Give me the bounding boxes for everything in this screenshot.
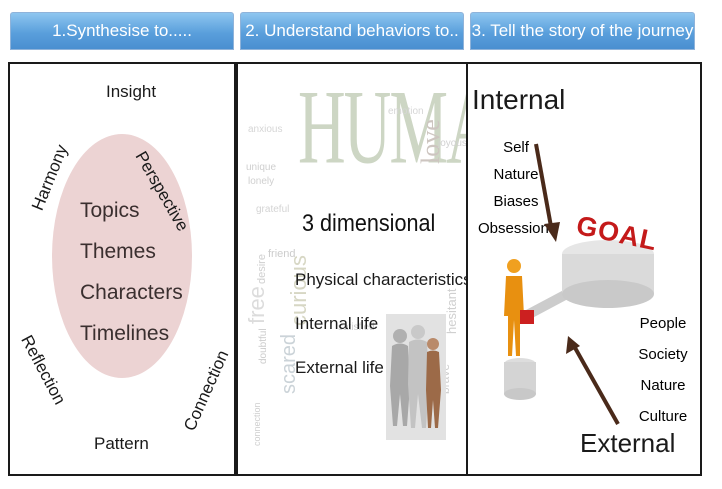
label-insight: Insight (106, 82, 157, 101)
external-item-list: People Society Nature Culture (632, 308, 694, 432)
internal-item: Obsessions (478, 220, 557, 237)
human-figures-image (386, 314, 446, 440)
external-item: Society (638, 346, 688, 363)
word-cloud-human: HUMAN (298, 69, 466, 187)
circle-item-timelines: Timelines (80, 322, 170, 345)
word-cloud-word: free (244, 286, 269, 324)
circle-item-list: Topics Themes Characters Timelines (80, 190, 183, 354)
external-label: External (580, 428, 676, 458)
dimension-item: Physical characteristics (295, 270, 468, 289)
external-item: People (639, 315, 687, 332)
internal-item: Biases (493, 193, 539, 210)
circle-item-characters: Characters (80, 281, 183, 304)
tab-synthesise-label: 1.Synthesise to..... (52, 21, 192, 40)
tab-understand-behaviors[interactable]: 2. Understand behaviors to.. (240, 12, 464, 50)
panel-understand-behaviors: HUMAN love curious free scared desire un… (236, 62, 468, 476)
word-cloud: HUMAN love curious free scared desire un… (238, 64, 466, 474)
tab-synthesise[interactable]: 1.Synthesise to..... (10, 12, 234, 50)
word-cloud-word: joyous (438, 138, 467, 149)
panel-synthesise: Topics Themes Characters Timelines Insig… (8, 62, 236, 476)
internal-item: Self (503, 139, 529, 156)
goal-illustration (504, 143, 654, 425)
word-cloud-word: anxious (248, 124, 283, 135)
tab-tell-story-label: 3. Tell the story of the journey (471, 21, 694, 40)
circle-item-themes: Themes (80, 240, 156, 263)
internal-item-list: Self Nature Biases Obsessions (478, 134, 557, 242)
circle-item-topics: Topics (80, 199, 140, 222)
internal-label: Internal (472, 84, 566, 115)
dimension-item: Internal life (295, 314, 379, 333)
word-cloud-word: hesitant (444, 288, 459, 334)
label-pattern: Pattern (94, 434, 149, 453)
puzzle-piece-icon (520, 310, 534, 324)
label-connection: Connection (180, 347, 233, 434)
external-item: Nature (640, 377, 686, 394)
tab-tell-story[interactable]: 3. Tell the story of the journey (470, 12, 695, 50)
external-item: Culture (638, 408, 688, 425)
panel-tell-story: Internal Self Nature Biases Obsessions G… (466, 62, 702, 476)
three-dimensional-heading: 3 dimensional (302, 210, 436, 237)
tab-understand-label: 2. Understand behaviors to.. (245, 21, 459, 40)
person-icon (507, 259, 521, 273)
synthesis-circle (52, 134, 192, 378)
word-cloud-word: unique (246, 162, 277, 173)
word-cloud-word: lonely (248, 176, 275, 187)
label-reflection: Reflection (17, 332, 70, 408)
word-cloud-word: desire (256, 254, 268, 284)
internal-arrow-icon (534, 143, 554, 233)
word-cloud-word: doubtful (258, 328, 269, 364)
dimension-item: External life (295, 358, 384, 377)
internal-item: Nature (493, 166, 539, 183)
word-cloud-word: emotion (388, 106, 424, 117)
word-cloud-word: satisfied (338, 322, 375, 333)
word-cloud-word: friend (268, 248, 296, 260)
word-cloud-word: connection (252, 402, 262, 446)
word-cloud-word: grateful (256, 204, 290, 215)
external-arrow-icon (572, 345, 620, 425)
